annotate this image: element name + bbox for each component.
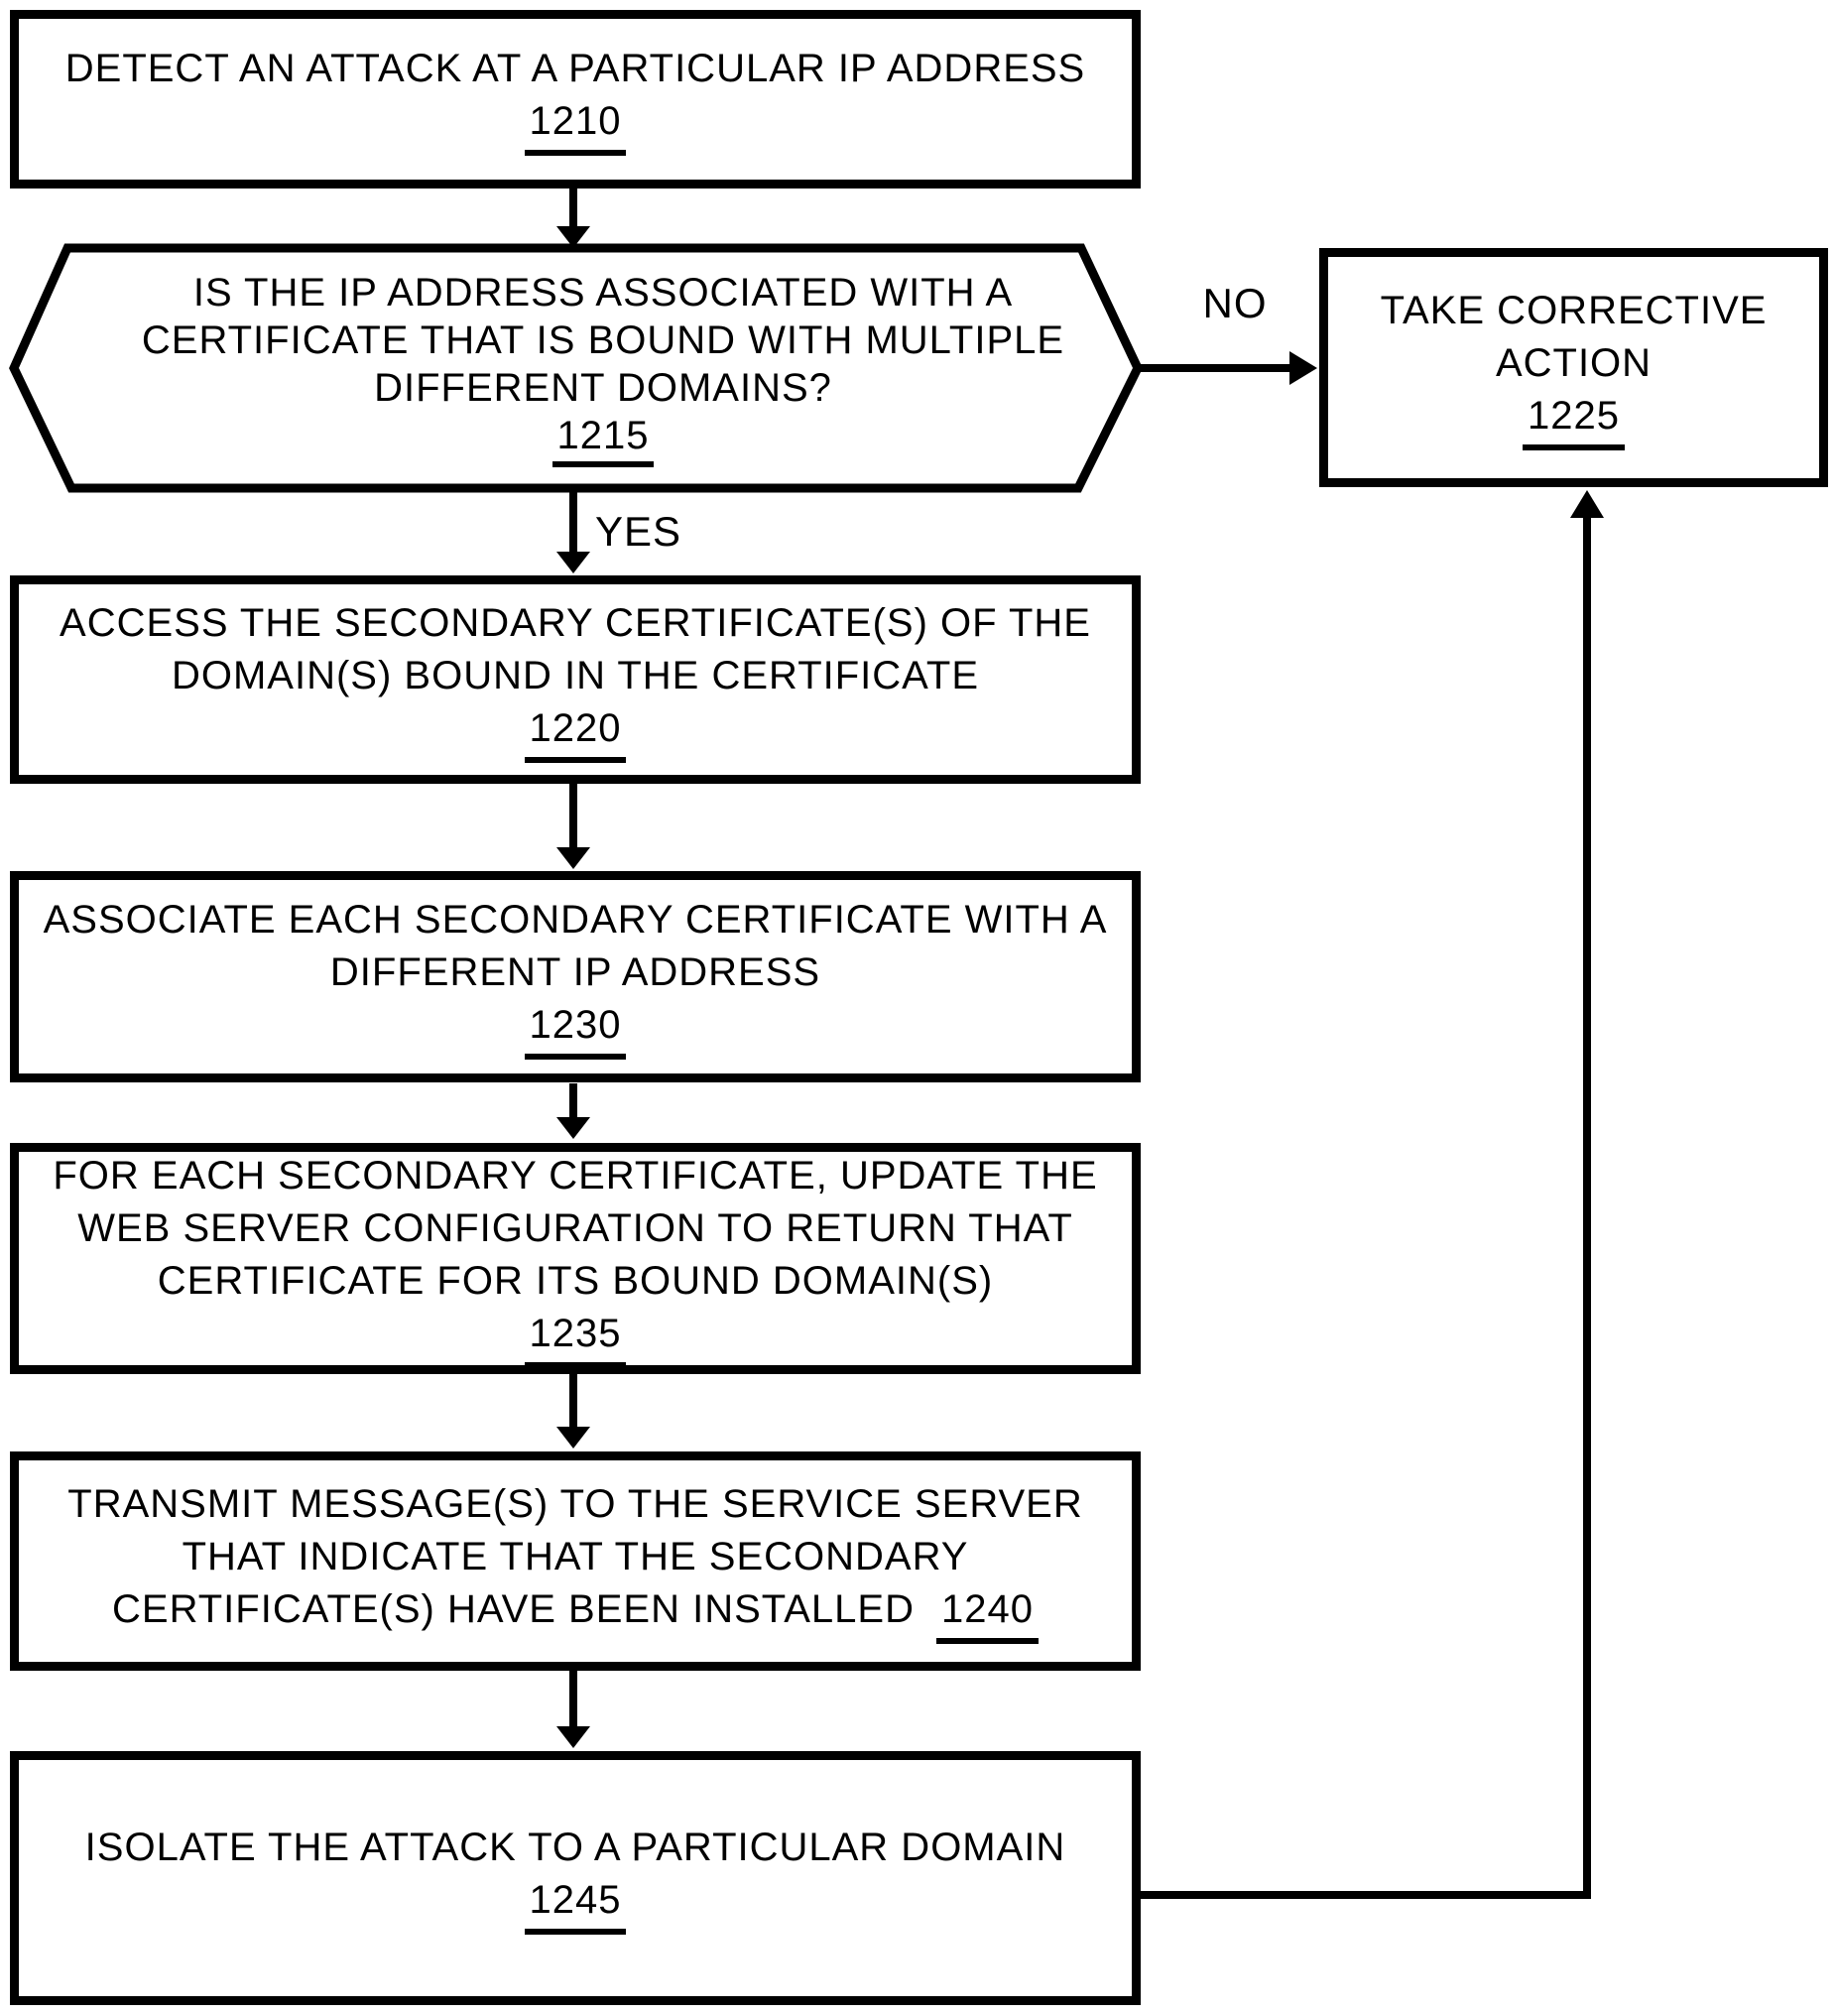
step-box-take-corrective-action: TAKE CORRECTIVE ACTION 1225	[1319, 248, 1828, 487]
decision-ref-line: 1215	[551, 412, 655, 467]
arrow-head	[1289, 351, 1317, 385]
step-text: ACCESS THE SECONDARY CERTIFICATE(S) OF T…	[60, 600, 1091, 645]
arrow-head	[556, 1726, 590, 1748]
arrow-1235-to-1240	[556, 1374, 590, 1449]
step-text: FOR EACH SECONDARY CERTIFICATE, UPDATE T…	[53, 1153, 1098, 1197]
decision-text-multiple-domains: IS THE IP ADDRESS ASSOCIATED WITH A CERT…	[67, 250, 1139, 486]
step-text: CERTIFICATE FOR ITS BOUND DOMAIN(S)	[157, 1258, 994, 1303]
step-ref-line: 1245	[524, 1874, 627, 1935]
step-ref-line: 1220	[524, 702, 627, 763]
edge-label-no: NO	[1202, 280, 1268, 326]
arrow-head	[1570, 490, 1604, 518]
step-text: ISOLATE THE ATTACK TO A PARTICULAR DOMAI…	[84, 1826, 1066, 1869]
decision-text-line: IS THE IP ADDRESS ASSOCIATED WITH A	[192, 271, 1014, 315]
step-ref-line: 1235	[524, 1308, 627, 1368]
arrow-head	[556, 552, 590, 573]
step-box-associate-certificates: ASSOCIATE EACH SECONDARY CERTIFICATE WIT…	[10, 871, 1141, 1082]
step-text-with-ref: CERTIFICATE(S) HAVE BEEN INSTALLED 1240	[112, 1583, 1039, 1644]
arrow-head	[556, 226, 590, 248]
arrow-1210-to-1215	[556, 189, 590, 248]
decision-text-line: DIFFERENT DOMAINS?	[374, 366, 832, 410]
arrow-1245-to-1225-feedback	[1141, 490, 1604, 1899]
step-text: CERTIFICATE(S) HAVE BEEN INSTALLED	[112, 1587, 915, 1631]
arrow-1220-to-1230	[556, 784, 590, 869]
step-ref-line: 1210	[524, 95, 627, 156]
step-text: DETECT AN ATTACK AT A PARTICULAR IP ADDR…	[64, 47, 1086, 90]
step-box-update-web-server-config: FOR EACH SECONDARY CERTIFICATE, UPDATE T…	[10, 1143, 1141, 1374]
ref-number-1245: 1245	[524, 1874, 627, 1935]
ref-number-1230: 1230	[524, 999, 627, 1060]
arrow-head	[556, 1427, 590, 1449]
ref-number-1240: 1240	[935, 1583, 1039, 1644]
step-ref-line: 1230	[524, 999, 627, 1060]
step-text: WEB SERVER CONFIGURATION TO RETURN THAT	[77, 1205, 1073, 1250]
ref-number-1215: 1215	[551, 412, 655, 467]
ref-number-1225: 1225	[1523, 390, 1625, 450]
arrow-head	[556, 847, 590, 869]
ref-number-1220: 1220	[524, 702, 627, 763]
step-box-transmit-messages: TRANSMIT MESSAGE(S) TO THE SERVICE SERVE…	[10, 1451, 1141, 1671]
ref-number-1210: 1210	[524, 95, 627, 156]
arrow-1230-to-1235	[556, 1083, 590, 1139]
step-text: DIFFERENT IP ADDRESS	[329, 950, 821, 994]
arrow-line	[1141, 516, 1591, 1899]
decision-text-line: CERTIFICATE THAT IS BOUND WITH MULTIPLE	[141, 318, 1065, 362]
step-text: TAKE CORRECTIVE	[1380, 289, 1768, 332]
ref-number-1235: 1235	[524, 1308, 627, 1368]
step-box-isolate-attack: ISOLATE THE ATTACK TO A PARTICULAR DOMAI…	[10, 1751, 1141, 2005]
arrow-1240-to-1245	[556, 1671, 590, 1748]
step-box-detect-attack: DETECT AN ATTACK AT A PARTICULAR IP ADDR…	[10, 10, 1141, 189]
arrow-head	[556, 1117, 590, 1139]
step-text: DOMAIN(S) BOUND IN THE CERTIFICATE	[171, 653, 980, 697]
step-text: TRANSMIT MESSAGE(S) TO THE SERVICE SERVE…	[67, 1482, 1083, 1526]
edge-label-yes: YES	[595, 508, 682, 555]
step-text: ACTION	[1495, 341, 1653, 385]
decision-hexagon-shape	[9, 243, 1143, 493]
step-box-access-secondary-certificates: ACCESS THE SECONDARY CERTIFICATE(S) OF T…	[10, 575, 1141, 784]
step-text: THAT INDICATE THAT THE SECONDARY	[182, 1535, 969, 1578]
step-text: ASSOCIATE EACH SECONDARY CERTIFICATE WIT…	[43, 898, 1108, 942]
arrow-yes-1215-to-1220	[556, 488, 590, 573]
step-ref-line: 1225	[1523, 390, 1625, 450]
arrow-no-1215-to-1225	[1141, 351, 1317, 385]
